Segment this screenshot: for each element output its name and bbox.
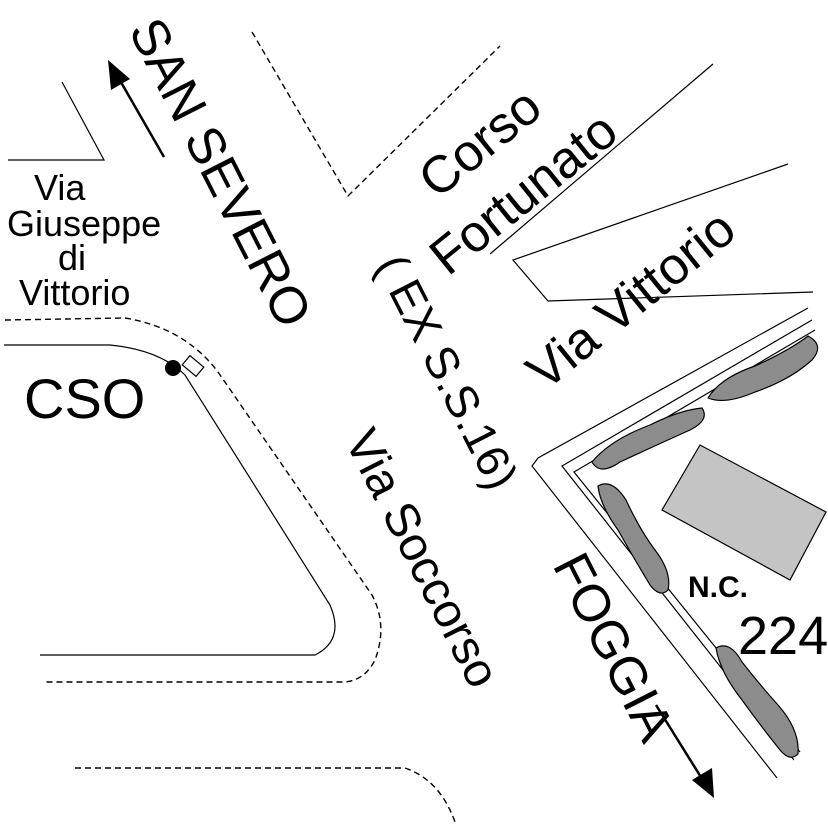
- dashed-edge-bottom: [75, 767, 456, 823]
- sidewalk-outer: [561, 319, 813, 761]
- arrow-down-right-icon: [654, 704, 714, 798]
- label-nc-number: 224: [738, 606, 828, 666]
- vegetation-strip-3: [597, 483, 670, 594]
- road-edge-via-vittorio-north: [511, 163, 814, 302]
- dashed-edge-cso-block: [4, 317, 382, 683]
- road-edge-corso-fortunato: [489, 63, 714, 255]
- vegetation-strip-4: [715, 645, 799, 758]
- building-nc-224: [661, 444, 827, 581]
- label-via-giuseppe-2: Giuseppe: [7, 203, 161, 244]
- property-box: [181, 354, 205, 378]
- road-edge-via-vittorio-south: [531, 307, 809, 779]
- road-edge-top-left: [8, 81, 106, 161]
- vegetation-strip-1: [707, 335, 819, 402]
- dashed-edge-top: [251, 31, 501, 198]
- dot-marker-icon: [165, 360, 181, 376]
- arrow-up-left-icon: [108, 60, 166, 158]
- road-edge-cso-block: [4, 344, 336, 656]
- label-via-giuseppe-1: Via: [34, 167, 86, 208]
- vegetation-strip-2: [591, 407, 705, 470]
- label-via-giuseppe-4: Vittorio: [19, 272, 130, 313]
- label-nc: N.C.: [688, 571, 748, 604]
- label-cso: CSO: [24, 367, 145, 430]
- label-via-vittorio: Via Vittorio: [516, 199, 746, 401]
- label-via-giuseppe-3: di: [58, 237, 86, 278]
- label-san-severo: SAN SEVERO: [117, 9, 322, 337]
